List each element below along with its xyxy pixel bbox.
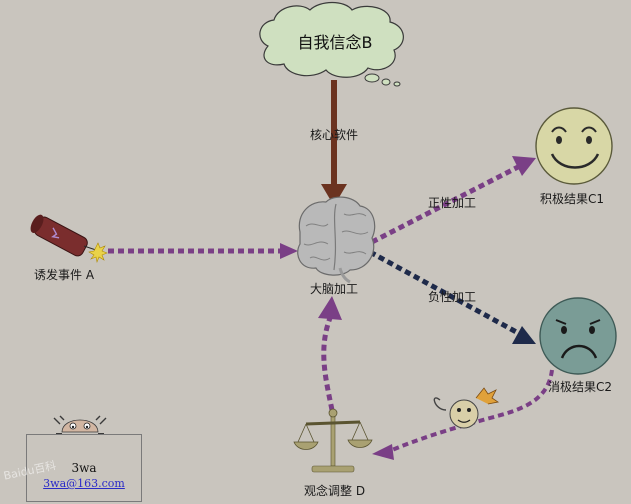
belief-cloud	[259, 1, 404, 87]
negative-arrow	[368, 249, 536, 344]
brain-label: 大脑加工	[310, 282, 359, 296]
credit-box: 3wa 3wa@163.com	[26, 434, 142, 502]
adjustment-label: 观念调整 D	[304, 484, 366, 498]
positive-result-label: 积极结果C1	[540, 192, 605, 206]
credit-name: 3wa	[71, 461, 97, 475]
dynamite-icon	[30, 214, 108, 264]
event-arrow	[108, 243, 298, 259]
scale-icon	[293, 408, 373, 473]
adjustment-arrow	[318, 296, 342, 411]
feedback-arrow	[372, 369, 554, 460]
sad-face-icon	[539, 297, 617, 375]
credit-email-link[interactable]: 3wa@163.com	[43, 477, 125, 490]
negative-processing-label: 负性加工	[428, 290, 477, 304]
positive-arrow	[370, 156, 536, 245]
core-software-arrow	[321, 80, 347, 206]
event-label: 诱发事件 A	[34, 268, 95, 282]
cartoon-face-icon	[433, 387, 500, 429]
belief-label: 自我信念B	[297, 33, 373, 52]
brain-icon	[297, 196, 376, 284]
positive-processing-label: 正性加工	[428, 196, 477, 210]
happy-face-icon	[535, 107, 613, 185]
core-software-label: 核心软件	[310, 128, 359, 142]
monster-peek-icon	[53, 415, 107, 435]
negative-result-label: 消极结果C2	[548, 380, 613, 394]
